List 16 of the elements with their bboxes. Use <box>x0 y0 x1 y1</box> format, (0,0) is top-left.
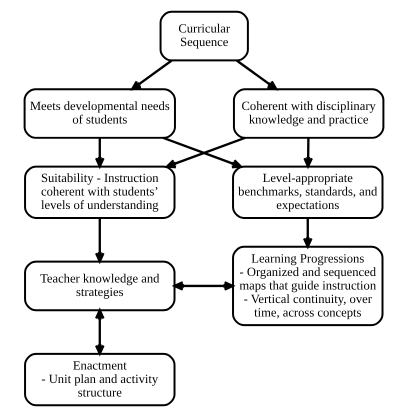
node-box: Meets developmental needs of students <box>24 88 176 139</box>
arrow <box>94 138 105 168</box>
arrow <box>303 138 313 168</box>
node-box: Level-appropriate benchmarks, standards, and expectations <box>232 166 384 219</box>
node-box: Enactment - Unit plan and activity structure <box>24 352 176 406</box>
arrow <box>94 218 105 263</box>
arrow <box>173 281 234 291</box>
node-box: Curricular Sequence <box>160 10 249 62</box>
arrow <box>236 60 278 90</box>
node-box: Learning Progressions - Organized and sequenced maps that guide instruction - Vertical continuity, over time, across concepts <box>232 246 384 326</box>
node-box: Teacher knowledge and strategies <box>24 260 176 312</box>
node-box: Coherent with disciplinary knowledge and practice <box>232 88 384 139</box>
arrow <box>131 60 172 90</box>
arrow <box>302 218 313 248</box>
node-box: Suitability - Instruction coherent with students’ levels of understanding <box>24 166 176 219</box>
arrow <box>94 309 105 355</box>
